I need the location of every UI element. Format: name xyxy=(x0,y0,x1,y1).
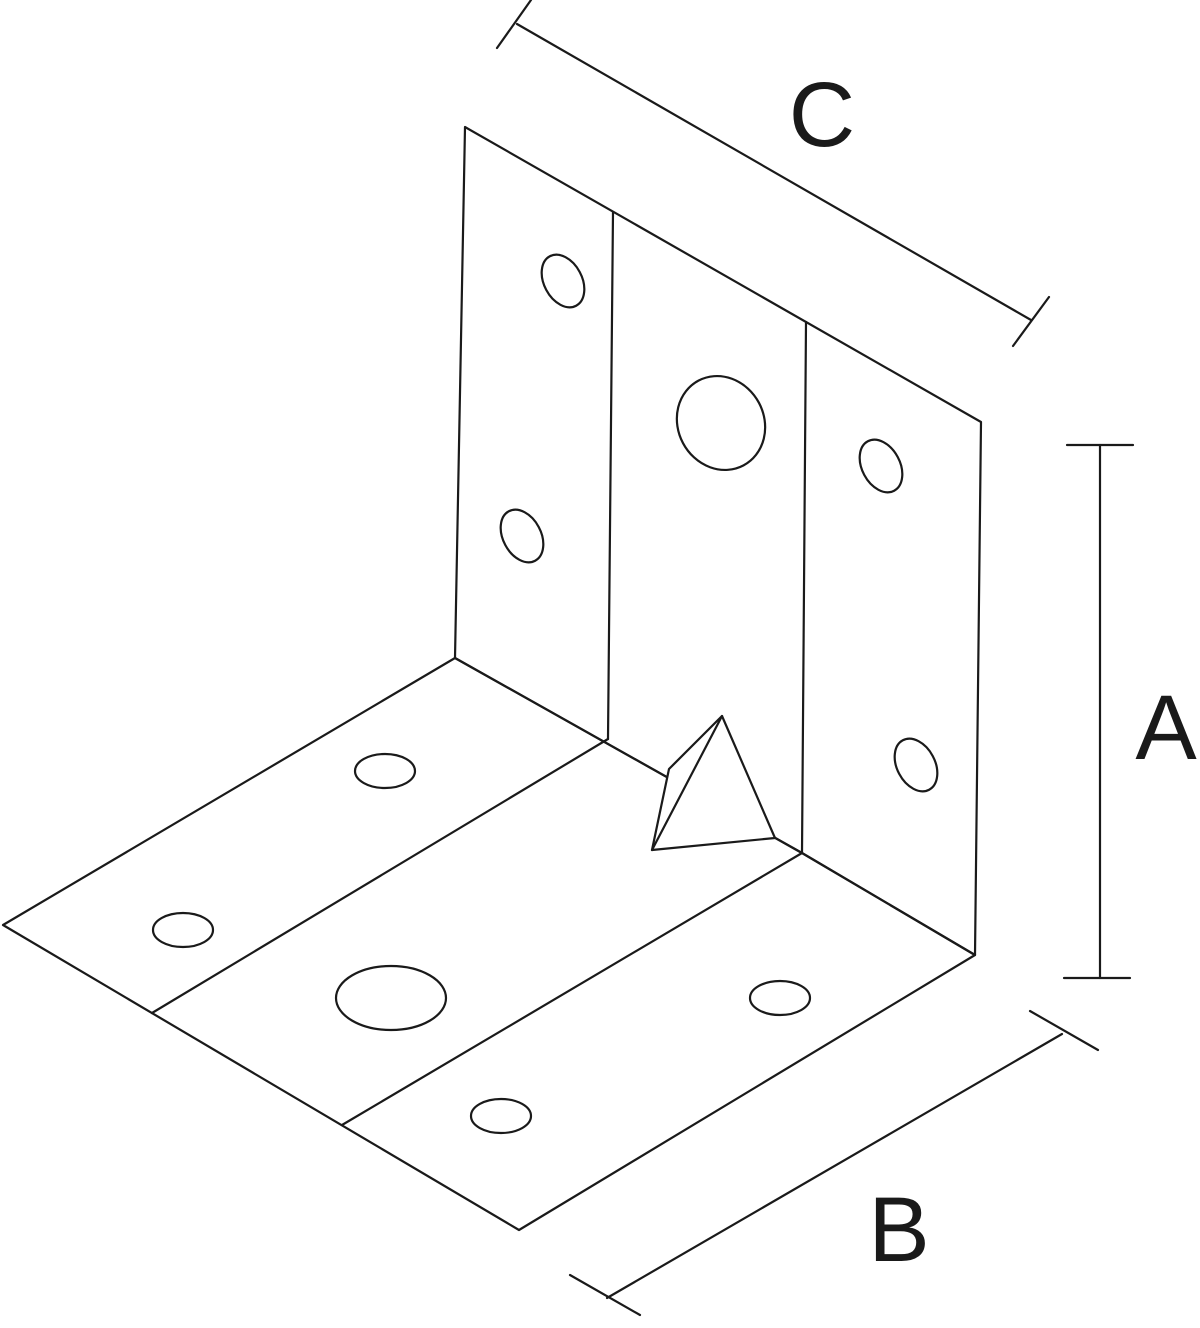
horizontal-plate xyxy=(1,656,977,1232)
vertical-plate-fold-right xyxy=(800,320,808,855)
base-hole-large-center xyxy=(334,964,448,1032)
dimension-a-label: A xyxy=(1135,677,1197,779)
dimension-c-tick-end xyxy=(1011,295,1051,348)
vertical-hole-large-center xyxy=(675,374,767,472)
dimension-b-label: B xyxy=(868,1179,929,1281)
vertical-hole-bottom-left xyxy=(499,508,545,564)
vertical-hole-top-right xyxy=(858,438,904,494)
vertical-plate xyxy=(453,125,983,957)
dimension-b-tick-end xyxy=(1028,1009,1100,1052)
base-hole-front-left xyxy=(151,911,215,949)
dimension-c-label: C xyxy=(789,64,855,166)
horizontal-plate-fold-left xyxy=(150,737,610,1015)
base-hole-back-left xyxy=(353,752,417,790)
vertical-plate-fold-left xyxy=(606,210,615,741)
dimension-b: B xyxy=(568,1009,1100,1317)
base-hole-back-right xyxy=(748,979,812,1017)
vertical-hole-top-left xyxy=(540,253,586,309)
dimension-a: A xyxy=(1062,443,1197,980)
dimension-b-tick-start xyxy=(568,1273,642,1317)
base-hole-front-right xyxy=(469,1097,533,1135)
rib-outline xyxy=(650,714,777,852)
vertical-hole-bottom-right xyxy=(893,737,939,793)
horizontal-plate-outline xyxy=(1,656,977,1232)
horizontal-plate-fold-right xyxy=(340,851,804,1127)
stiffening-rib xyxy=(650,714,777,852)
dimension-c-line xyxy=(515,22,1033,322)
dimension-c: C xyxy=(495,0,1051,348)
dimension-c-tick-start xyxy=(495,0,533,50)
rib-ridge xyxy=(650,714,724,852)
dimension-b-line xyxy=(605,1032,1064,1300)
